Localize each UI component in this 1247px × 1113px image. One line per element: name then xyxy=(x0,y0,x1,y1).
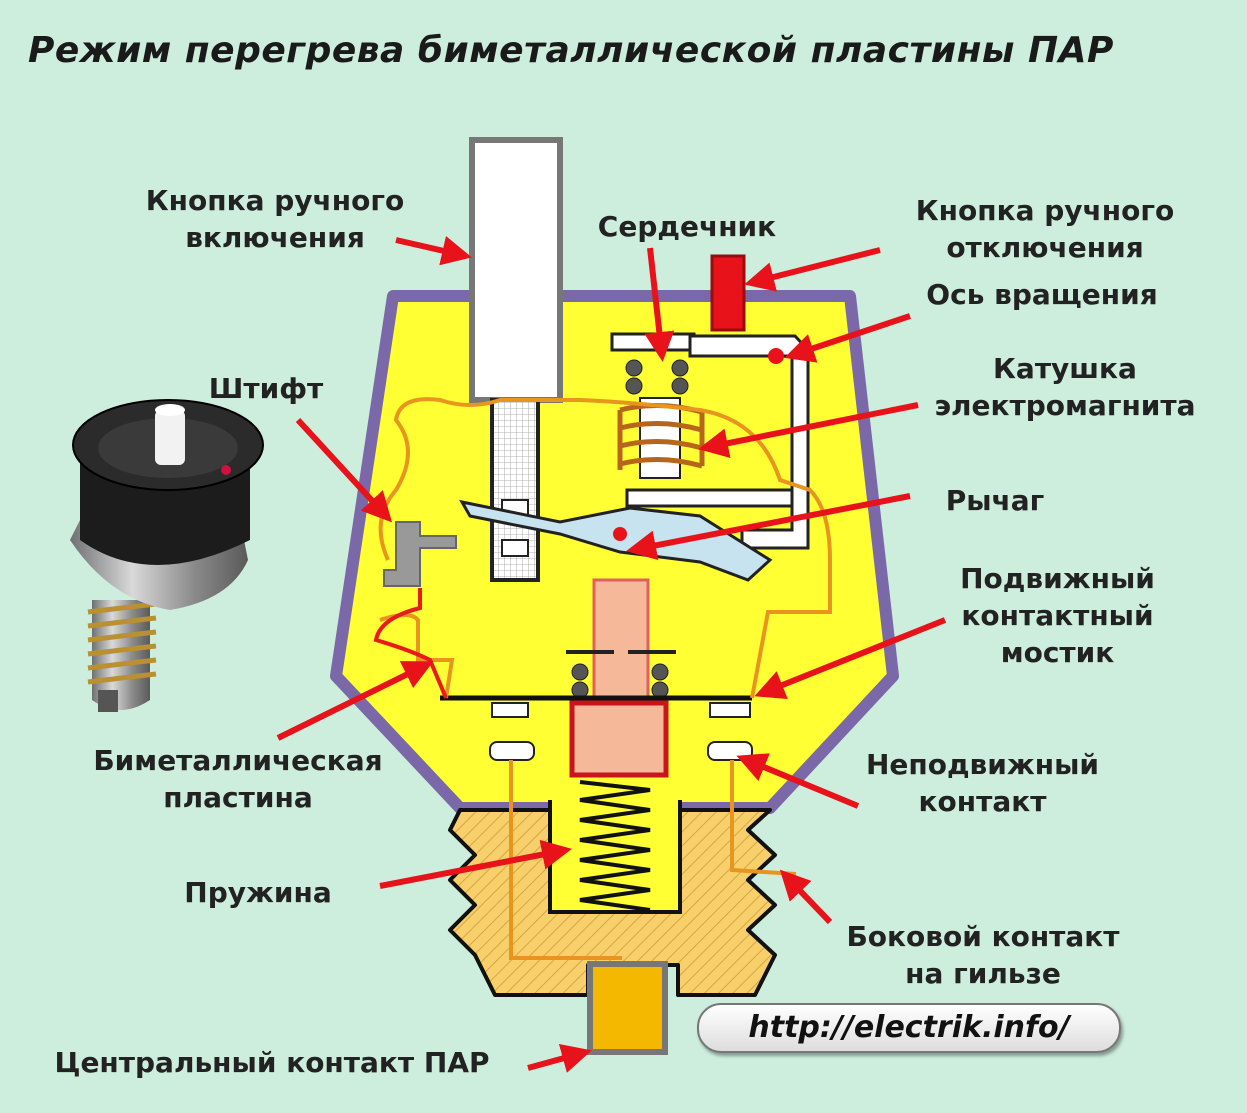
arrow-manual-off xyxy=(750,250,880,283)
manual-on-button xyxy=(472,140,560,400)
label-coil-line1: Катушка xyxy=(910,350,1220,387)
label-spring: Пружина xyxy=(168,874,348,911)
label-movable-bridge-line2: контактный xyxy=(935,597,1180,634)
pivot-axis xyxy=(768,348,784,364)
site-url-badge[interactable]: http://electrik.info/ xyxy=(697,1003,1121,1053)
label-fixed-contact-line2: контакт xyxy=(840,783,1125,820)
label-movable-bridge: Подвижный контактный мостик xyxy=(935,560,1180,671)
label-side-contact: Боковой контакт на гильзе xyxy=(818,918,1148,992)
label-pivot: Ось вращения xyxy=(902,276,1182,313)
label-manual-off-line1: Кнопка ручного xyxy=(890,192,1200,229)
label-lever: Рычаг xyxy=(920,482,1070,519)
label-movable-bridge-line3: мостик xyxy=(935,634,1180,671)
label-fixed-contact-line1: Неподвижный xyxy=(840,746,1125,783)
central-contact-block xyxy=(590,964,665,1052)
arrow-central xyxy=(528,1052,586,1068)
label-manual-on-line2: включения xyxy=(120,219,430,256)
label-coil: Катушка электромагнита xyxy=(910,350,1220,424)
diagram-title: Режим перегрева биметаллической пластины… xyxy=(28,30,1114,71)
label-manual-on: Кнопка ручного включения xyxy=(120,182,430,256)
label-bimetal-line2: пластина xyxy=(68,779,408,816)
label-pin: Штифт xyxy=(196,370,336,407)
core xyxy=(640,398,680,478)
fixed-contact-left xyxy=(490,742,534,760)
label-manual-on-line1: Кнопка ручного xyxy=(120,182,430,219)
label-fixed-contact: Неподвижный контакт xyxy=(840,746,1125,820)
label-side-contact-line2: на гильзе xyxy=(818,955,1148,992)
contact-rod-bottom xyxy=(572,703,666,775)
label-manual-off-line2: отключения xyxy=(890,229,1200,266)
label-core: Сердечник xyxy=(582,208,792,245)
manual-off-button xyxy=(712,256,744,330)
contact-rod-top xyxy=(594,580,648,698)
label-side-contact-line1: Боковой контакт xyxy=(818,918,1148,955)
device-photo xyxy=(70,400,263,712)
label-movable-bridge-line1: Подвижный xyxy=(935,560,1180,597)
label-central-contact: Центральный контакт ПАР xyxy=(22,1044,522,1081)
label-coil-line2: электромагнита xyxy=(910,387,1220,424)
arrow-side-contact xyxy=(784,874,830,922)
label-manual-off: Кнопка ручного отключения xyxy=(890,192,1200,266)
label-bimetal: Биметаллическая пластина xyxy=(68,742,408,816)
label-bimetal-line1: Биметаллическая xyxy=(68,742,408,779)
